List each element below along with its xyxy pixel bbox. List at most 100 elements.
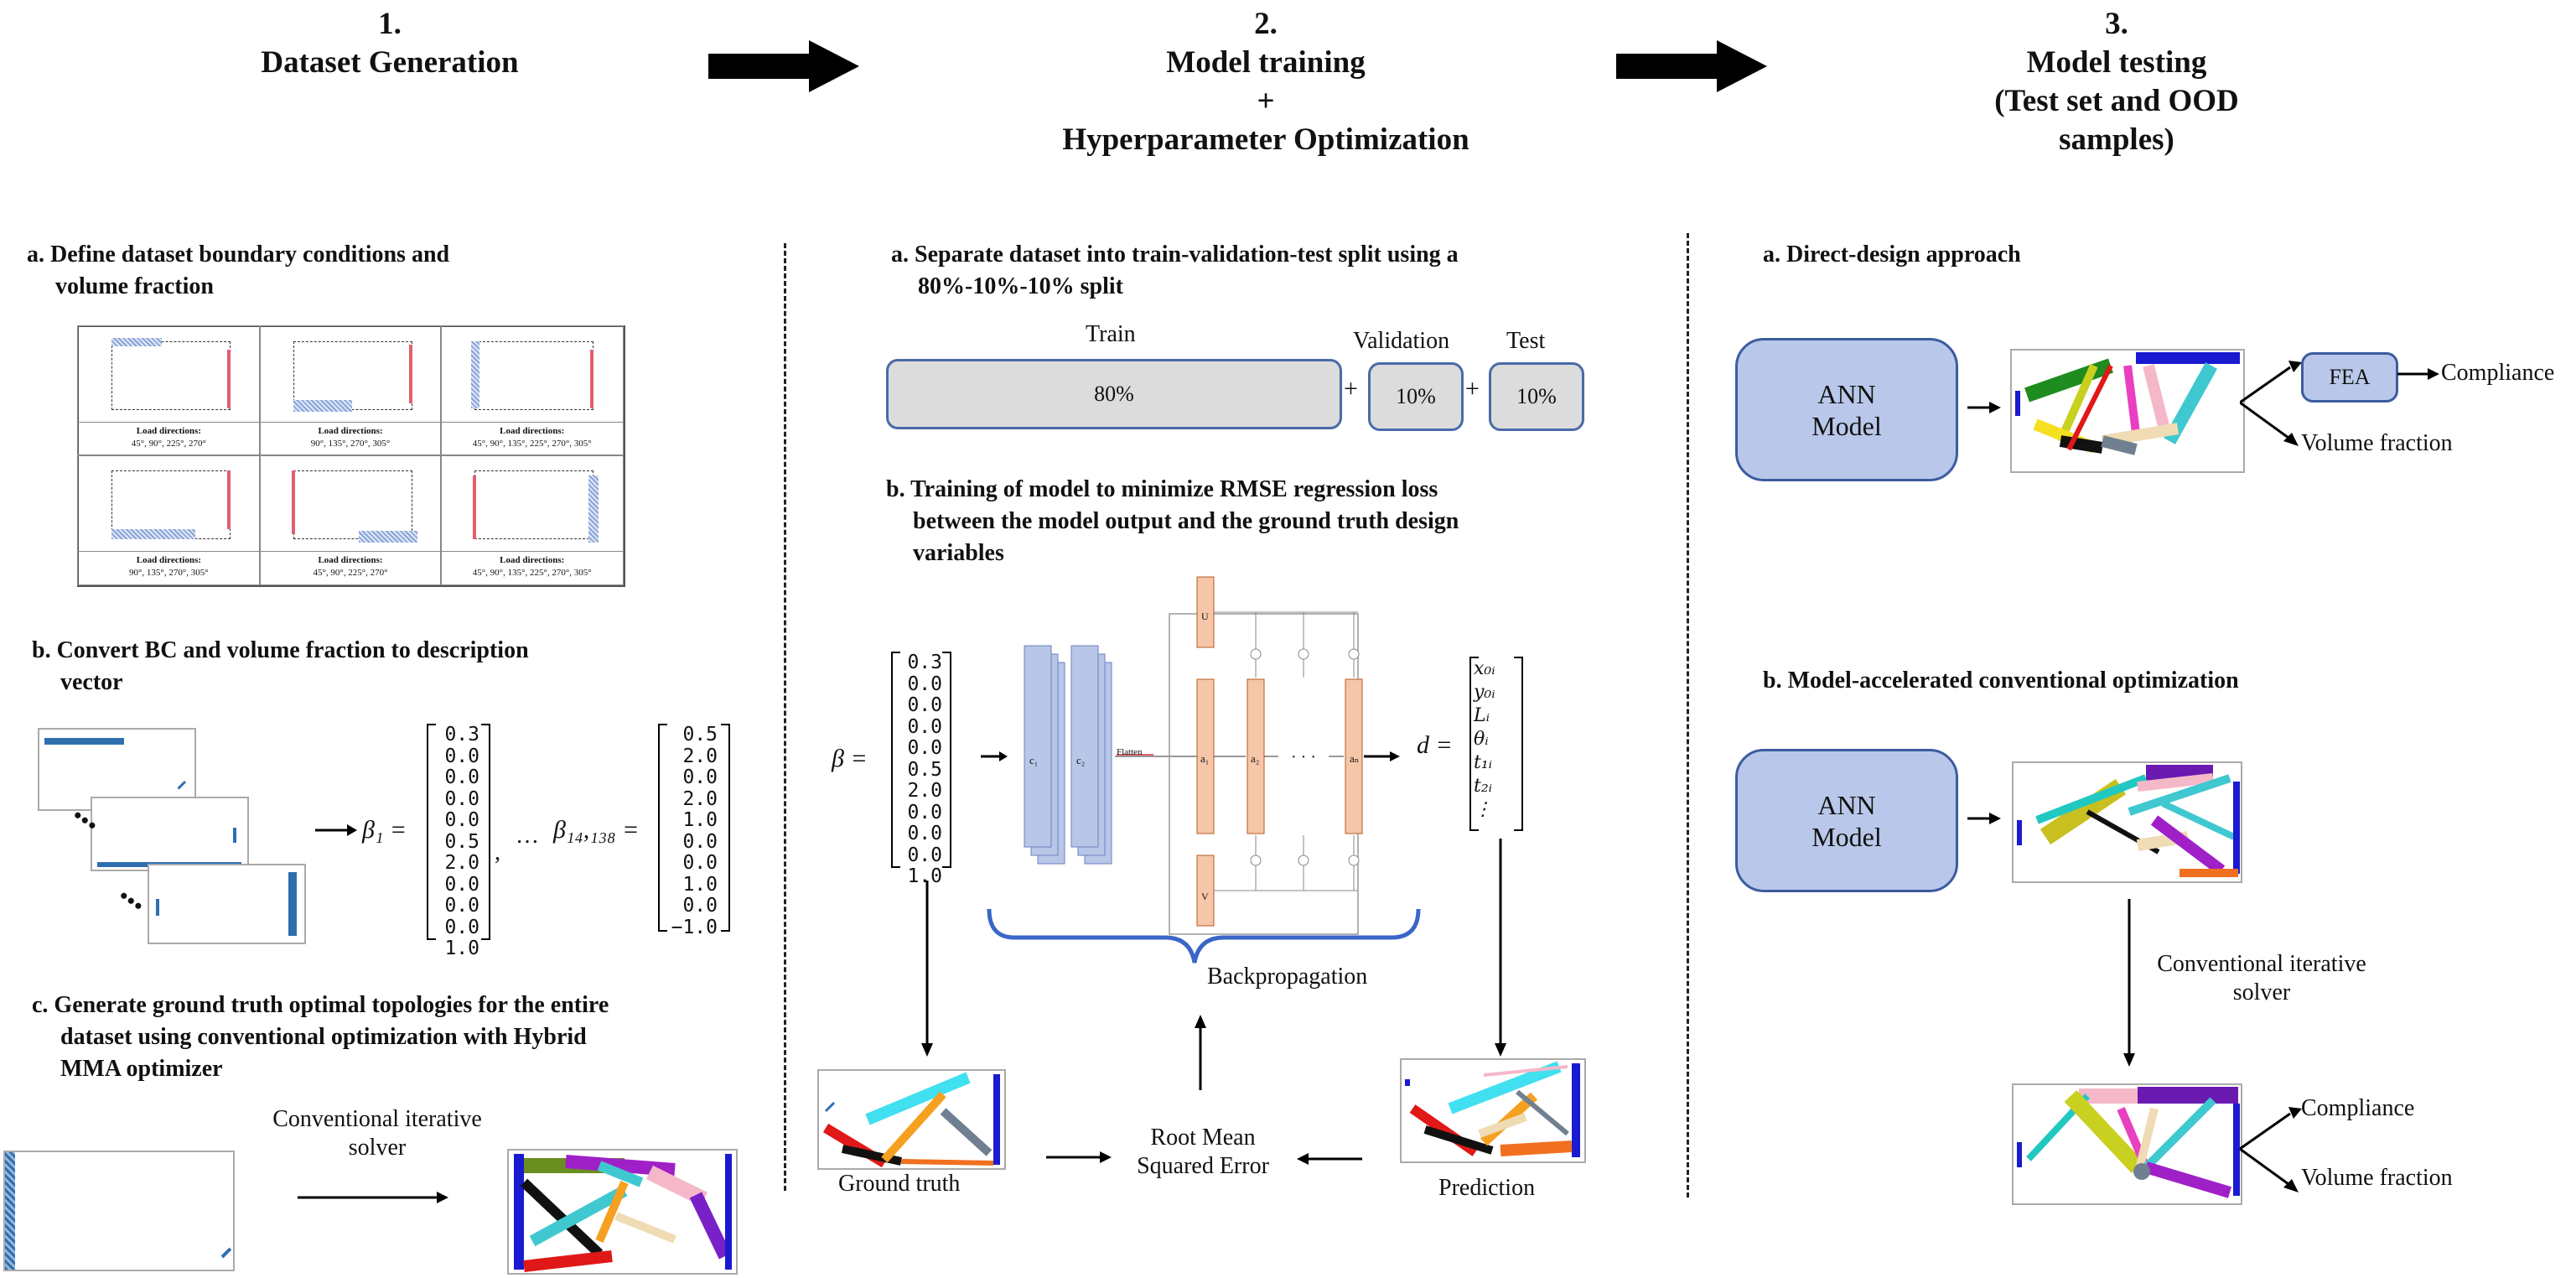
topology-initial-image bbox=[2012, 761, 2242, 883]
bc-cell: Load directions: 45°, 90°, 225°, 270° bbox=[258, 455, 443, 585]
vector-entry: 0.0 bbox=[444, 916, 479, 938]
vector-entry: 2.0 bbox=[682, 745, 718, 767]
vector-entry: 0.0 bbox=[907, 823, 942, 844]
validation-label: Validation bbox=[1353, 328, 1450, 354]
vector-entry: 0.3 bbox=[444, 724, 479, 746]
bc-load-bar bbox=[408, 345, 412, 403]
vector-entry: θᵢ bbox=[1474, 729, 1489, 750]
conv-layer-c1: c₁ bbox=[1029, 754, 1039, 766]
section-1a-title: a. Define dataset boundary conditions an… bbox=[27, 242, 450, 299]
bc-load-bar bbox=[227, 350, 231, 408]
arrow-left-icon bbox=[1297, 1153, 1362, 1165]
bracket-right bbox=[942, 652, 951, 868]
arrow-up-icon bbox=[1195, 1015, 1206, 1090]
vector-entry: 0.0 bbox=[682, 830, 718, 853]
step2-line3: Hyperparameter Optimization bbox=[1062, 122, 1469, 157]
bc-caption: Load directions: 45°, 90°, 225°, 270° bbox=[259, 551, 442, 584]
arrow-right-icon bbox=[1967, 402, 2001, 413]
step3-number: 3. bbox=[2105, 7, 2128, 41]
bc-support bbox=[293, 400, 352, 412]
bc-frame-stack-2 bbox=[91, 797, 249, 871]
prediction-label: Prediction bbox=[1438, 1175, 1536, 1201]
vector-entry: 0.0 bbox=[444, 809, 479, 831]
bc-caption: Load directions:90°, 135°, 270°, 305° bbox=[259, 422, 442, 455]
bc-caption: Load directions:45°, 90°, 135°, 225°, 27… bbox=[441, 422, 624, 455]
bc-cell: Load directions:90°, 135°, 270°, 305° bbox=[77, 455, 261, 585]
vector-entry: 0.3 bbox=[907, 652, 942, 673]
stack-dots-2: ••• bbox=[111, 882, 150, 921]
bc-load-bar bbox=[227, 470, 231, 529]
vector-entry: 0.0 bbox=[907, 694, 942, 716]
vector-entry: 0.0 bbox=[682, 852, 718, 874]
beta-label: β = bbox=[832, 745, 868, 772]
bc-caption-title: Load directions: bbox=[318, 426, 383, 436]
vector-entry: 2.0 bbox=[682, 787, 718, 810]
vector-entry: 0.0 bbox=[907, 737, 942, 759]
bc-cell: Load directions:45°, 90°, 135°, 225°, 27… bbox=[440, 455, 625, 585]
bc-support bbox=[588, 475, 599, 543]
arrow-right-icon bbox=[1967, 813, 2001, 824]
bc-cell: Load directions:45°, 90°, 225°, 270° bbox=[77, 325, 261, 456]
bracket-left bbox=[427, 724, 436, 940]
d-label: d = bbox=[1417, 731, 1453, 759]
arrow-right-icon bbox=[708, 40, 859, 92]
section-1c-title: c. Generate ground truth optimal topolog… bbox=[32, 992, 609, 1082]
step1-title: Dataset Generation bbox=[261, 45, 519, 80]
bc-support bbox=[111, 338, 162, 346]
dense-a2-label: a₂ bbox=[1251, 752, 1260, 765]
bc-load-bar bbox=[590, 350, 594, 408]
bc-caption-values: 45°, 90°, 225°, 270° bbox=[313, 568, 388, 578]
step3-line1: Model testing bbox=[2026, 45, 2207, 80]
u-layer-label: U bbox=[1201, 610, 1209, 622]
topology-ground-truth-image bbox=[507, 1149, 738, 1275]
flatten-label: Flatten bbox=[1117, 747, 1143, 757]
bc-caption: Load directions:45°, 90°, 225°, 270° bbox=[78, 422, 260, 455]
vector-entry: 0.0 bbox=[444, 766, 479, 788]
bracket-left bbox=[658, 724, 667, 932]
vector-entry: 0.0 bbox=[907, 715, 942, 738]
topology-prediction-image bbox=[1400, 1058, 1586, 1163]
bc-load-bar bbox=[291, 470, 295, 534]
vector-entry: 0.5 bbox=[907, 758, 942, 781]
volume-fraction-label: Volume fraction bbox=[2301, 430, 2453, 456]
step1-header: 1. Dataset Generation bbox=[193, 5, 587, 82]
plus-sign: + bbox=[1465, 375, 1480, 403]
bc-domain bbox=[474, 341, 594, 410]
bc-caption-values: 45°, 90°, 135°, 225°, 270°, 305° bbox=[472, 568, 592, 578]
vector-entry: 0.0 bbox=[682, 766, 718, 788]
network-diagram bbox=[981, 576, 1421, 964]
plus-sign: + bbox=[1344, 375, 1358, 403]
ann-model-box: ANN Model bbox=[1735, 338, 1958, 481]
fea-box: FEA bbox=[2301, 352, 2398, 403]
bc-caption-values: 45°, 90°, 225°, 270° bbox=[131, 439, 206, 449]
bc-domain bbox=[111, 341, 231, 410]
vector-entry: x₀ᵢ bbox=[1474, 658, 1495, 679]
step1-number: 1. bbox=[378, 7, 402, 41]
topology-output-image bbox=[2010, 349, 2245, 473]
validation-split-box: 10% bbox=[1368, 362, 1464, 431]
vector-separator: , bbox=[495, 839, 500, 865]
arrow-right-icon bbox=[315, 824, 357, 836]
vector-entry: 0.0 bbox=[907, 673, 942, 695]
volume-fraction-label: Volume fraction bbox=[2301, 1165, 2453, 1191]
arrow-down-icon bbox=[1495, 839, 1506, 1057]
rmse-label: Root Mean Squared Error bbox=[1137, 1125, 1269, 1179]
beta-n-label: β₁₄,₁₃₈ = bbox=[553, 816, 640, 844]
ann-model-box: ANN Model bbox=[1735, 749, 1958, 892]
conv-layer-c2: c₂ bbox=[1076, 754, 1086, 766]
vector-entry: 0.5 bbox=[682, 724, 718, 746]
step2-line2: + bbox=[1257, 84, 1275, 118]
vector-entry: 0.0 bbox=[907, 844, 942, 866]
bc-input-frame bbox=[3, 1151, 235, 1271]
dense-an-label: aₙ bbox=[1350, 752, 1360, 765]
dense-ellipsis: · · · bbox=[1291, 748, 1316, 766]
arrow-down-icon bbox=[2123, 899, 2135, 1067]
bc-support bbox=[111, 529, 195, 539]
vector-entry: Lᵢ bbox=[1474, 705, 1490, 726]
step2-header: 2. Model training + Hyperparameter Optim… bbox=[981, 5, 1551, 159]
vector-entry: −1.0 bbox=[671, 916, 718, 938]
vector-entry: 1.0 bbox=[682, 873, 718, 896]
vector-entry: 0.0 bbox=[682, 895, 718, 917]
bc-caption-title: Load directions: bbox=[318, 555, 383, 565]
